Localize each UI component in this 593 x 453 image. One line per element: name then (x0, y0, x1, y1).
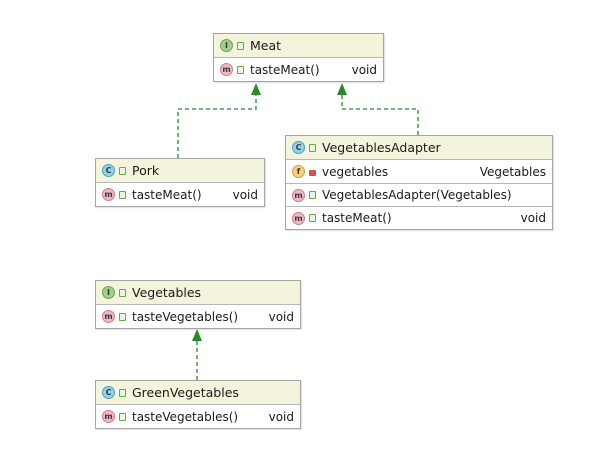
class-name: GreenVegetables (132, 385, 239, 400)
class-icon: C (102, 164, 115, 177)
vegetables-arrowhead (192, 329, 202, 341)
public-visibility-icon (119, 288, 126, 297)
class-header: I Vegetables (96, 281, 300, 305)
public-visibility-icon (237, 41, 244, 50)
method-name: tasteMeat() (322, 211, 392, 225)
class-name: Meat (250, 38, 282, 53)
field-type: Vegetables (479, 164, 546, 179)
method-name: tasteVegetables() (132, 309, 239, 324)
class-box-vegetables-adapter[interactable]: C VegetablesAdapter f vegetables Vegetab… (285, 135, 553, 230)
method-icon: m (220, 63, 233, 76)
method-icon: m (292, 211, 305, 225)
public-visibility-icon (309, 214, 316, 222)
field-icon: f (292, 165, 305, 178)
public-visibility-icon (119, 166, 126, 175)
public-visibility-icon (119, 190, 126, 199)
class-header: I Meat (214, 34, 383, 58)
return-type: void (520, 211, 546, 225)
public-visibility-icon (119, 388, 126, 397)
return-type: void (232, 187, 258, 202)
class-icon: C (102, 386, 115, 399)
method-row[interactable]: m tasteMeat() void (286, 206, 552, 229)
public-visibility-icon (309, 143, 316, 152)
public-visibility-icon (237, 65, 244, 74)
return-type: void (351, 62, 377, 77)
method-name: tasteMeat() (132, 187, 202, 202)
pork-implements-meat-line (177, 92, 257, 158)
class-icon: C (292, 141, 305, 154)
method-icon: m (102, 310, 115, 323)
class-box-pork[interactable]: C Pork m tasteMeat() void (95, 158, 265, 207)
method-icon: m (292, 188, 305, 202)
method-row[interactable]: m tasteMeat() void (214, 58, 383, 81)
method-row[interactable]: m tasteVegetables() void (96, 305, 300, 328)
class-box-meat[interactable]: I Meat m tasteMeat() void (213, 33, 384, 82)
class-name: Pork (132, 163, 160, 178)
class-box-vegetables[interactable]: I Vegetables m tasteVegetables() void (95, 280, 301, 329)
public-visibility-icon (309, 191, 316, 199)
return-type: void (268, 409, 294, 424)
class-box-green-vegetables[interactable]: C GreenVegetables m tasteVegetables() vo… (95, 380, 301, 429)
class-header: C Pork (96, 159, 264, 183)
meat-arrowhead-right (337, 83, 347, 95)
interface-icon: I (102, 286, 115, 299)
class-header: C VegetablesAdapter (286, 136, 552, 160)
constructor-name: VegetablesAdapter(Vegetables) (322, 188, 512, 202)
return-type: void (268, 309, 294, 324)
meat-arrowhead-left (251, 83, 261, 95)
method-name: tasteVegetables() (132, 409, 239, 424)
method-name: tasteMeat() (250, 62, 320, 77)
public-visibility-icon (119, 312, 126, 321)
adapter-implements-meat-line (341, 92, 419, 135)
public-visibility-icon (119, 412, 126, 421)
method-icon: m (102, 188, 115, 201)
class-name: VegetablesAdapter (322, 140, 441, 155)
method-row[interactable]: m tasteMeat() void (96, 183, 264, 206)
method-icon: m (102, 410, 115, 423)
class-name: Vegetables (132, 285, 202, 300)
private-lock-icon (309, 169, 316, 176)
field-name: vegetables (322, 164, 389, 179)
field-row[interactable]: f vegetables Vegetables (286, 160, 552, 183)
method-row[interactable]: m tasteVegetables() void (96, 405, 300, 428)
interface-icon: I (220, 39, 233, 52)
class-header: C GreenVegetables (96, 381, 300, 405)
constructor-row[interactable]: m VegetablesAdapter(Vegetables) (286, 183, 552, 206)
